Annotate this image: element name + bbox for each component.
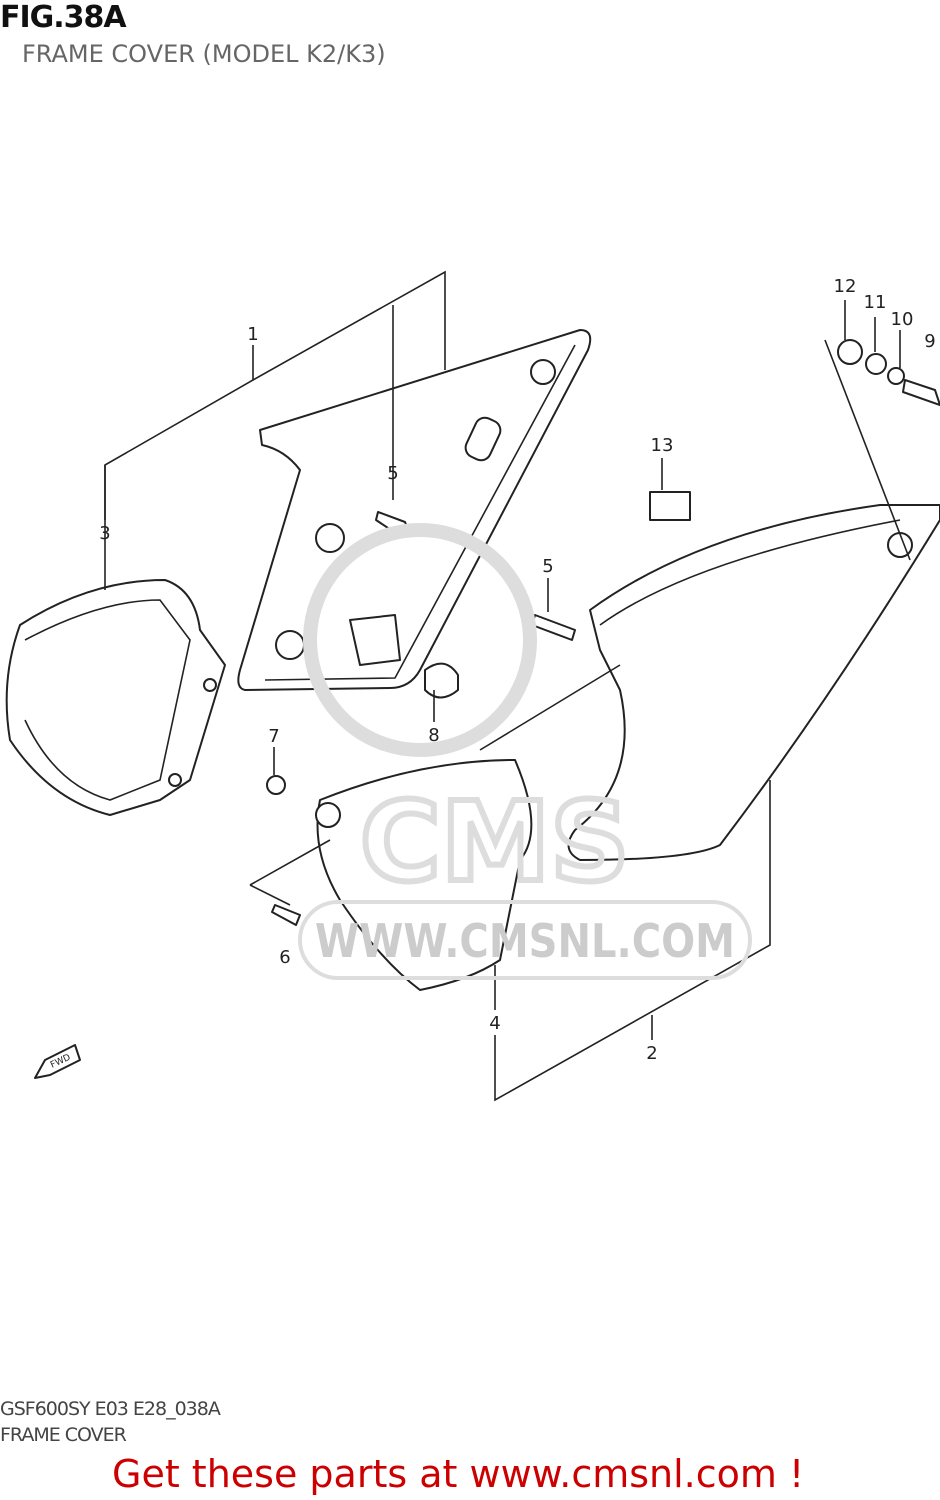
promo-link[interactable]: Get these parts at www.cmsnl.com !	[112, 1452, 805, 1496]
diagram-code: GSF600SY E03 E28_038A	[0, 1398, 221, 1420]
watermark-text: WWW.CMSNL.COM	[315, 914, 735, 968]
fwd-arrow-icon: FWD	[34, 1044, 81, 1079]
callout-1: 1	[247, 324, 258, 345]
part-11-collar[interactable]	[865, 353, 887, 375]
watermark-logo-text: CMS	[360, 778, 629, 906]
part-12-grommet[interactable]	[837, 339, 863, 365]
callout-7: 7	[268, 726, 279, 747]
callout-5a: 5	[387, 463, 398, 484]
figure-number: FIG.38A	[0, 0, 127, 35]
callout-11: 11	[864, 292, 887, 313]
part-7-grommet[interactable]	[266, 775, 286, 795]
part-3-cover[interactable]	[5, 579, 226, 816]
part-9-bolt[interactable]	[902, 379, 940, 406]
callout-8: 8	[428, 725, 439, 746]
part-13-pad[interactable]	[649, 491, 691, 521]
callout-12: 12	[834, 276, 857, 297]
callout-10: 10	[891, 309, 914, 330]
callout-9: 9	[924, 331, 935, 352]
part-5-screw-b[interactable]	[531, 614, 576, 641]
part-8-cushion[interactable]	[424, 662, 459, 699]
callout-6: 6	[279, 947, 290, 968]
callout-2: 2	[646, 1043, 657, 1064]
watermark-logo: CMS WWW.CMSNL.COM	[298, 523, 752, 980]
callout-13: 13	[651, 435, 674, 456]
part-2-frame-cover-right[interactable]	[567, 504, 940, 861]
callout-4: 4	[489, 1013, 500, 1034]
part-10-washer[interactable]	[887, 367, 905, 385]
part-6-screw[interactable]	[271, 904, 301, 926]
figure-title: FRAME COVER (MODEL K2/K3)	[22, 40, 386, 68]
callout-5b: 5	[542, 556, 553, 577]
callout-3: 3	[99, 523, 110, 544]
part-4-cover[interactable]	[316, 759, 533, 991]
diagram-name: FRAME COVER	[0, 1424, 127, 1446]
